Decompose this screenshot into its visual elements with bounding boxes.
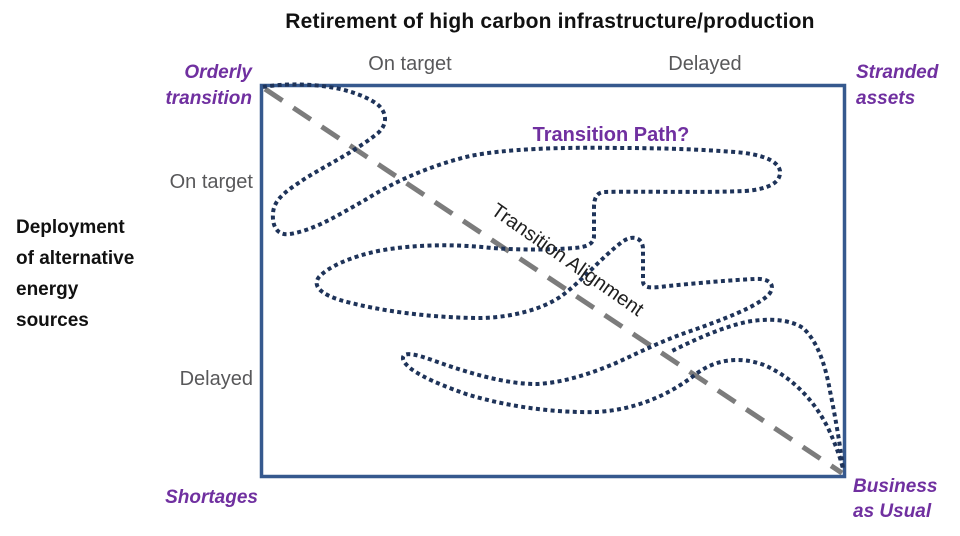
corner-label-line: as Usual [853,501,932,522]
diagram-title: Retirement of high carbon infrastructure… [285,10,815,33]
corner-label-line: Orderly [184,62,252,83]
x-axis-label-on-target: On target [368,53,452,75]
y-axis-title-line: energy [16,279,79,300]
corner-label-shortages: Shortages [96,485,258,511]
corner-label-line: Shortages [165,487,258,508]
y-axis-label-on-target: On target [169,171,253,193]
y-axis-title-line: of alternative [16,248,135,269]
corner-label-business-as-usual: Business as Usual [853,474,960,524]
scenario-blobs-path [262,82,845,471]
y-axis-title-line: Deployment [16,217,125,238]
corner-label-orderly-transition: Orderly transition [96,60,252,112]
transition-alignment-line [263,86,844,476]
transition-path-label: Transition Path? [532,124,690,146]
corner-label-line: transition [165,88,252,109]
y-axis-title: Deployment of alternative energy sources [16,212,191,336]
corner-label-line: assets [856,88,916,109]
y-axis-label-delayed: Delayed [179,368,253,390]
corner-label-stranded-assets: Stranded assets [856,60,960,112]
corner-label-line: Stranded [856,62,939,83]
x-axis-label-delayed: Delayed [668,53,742,75]
y-axis-title-line: sources [16,310,89,331]
corner-label-line: Business [853,476,938,497]
matrix-box [259,83,847,479]
